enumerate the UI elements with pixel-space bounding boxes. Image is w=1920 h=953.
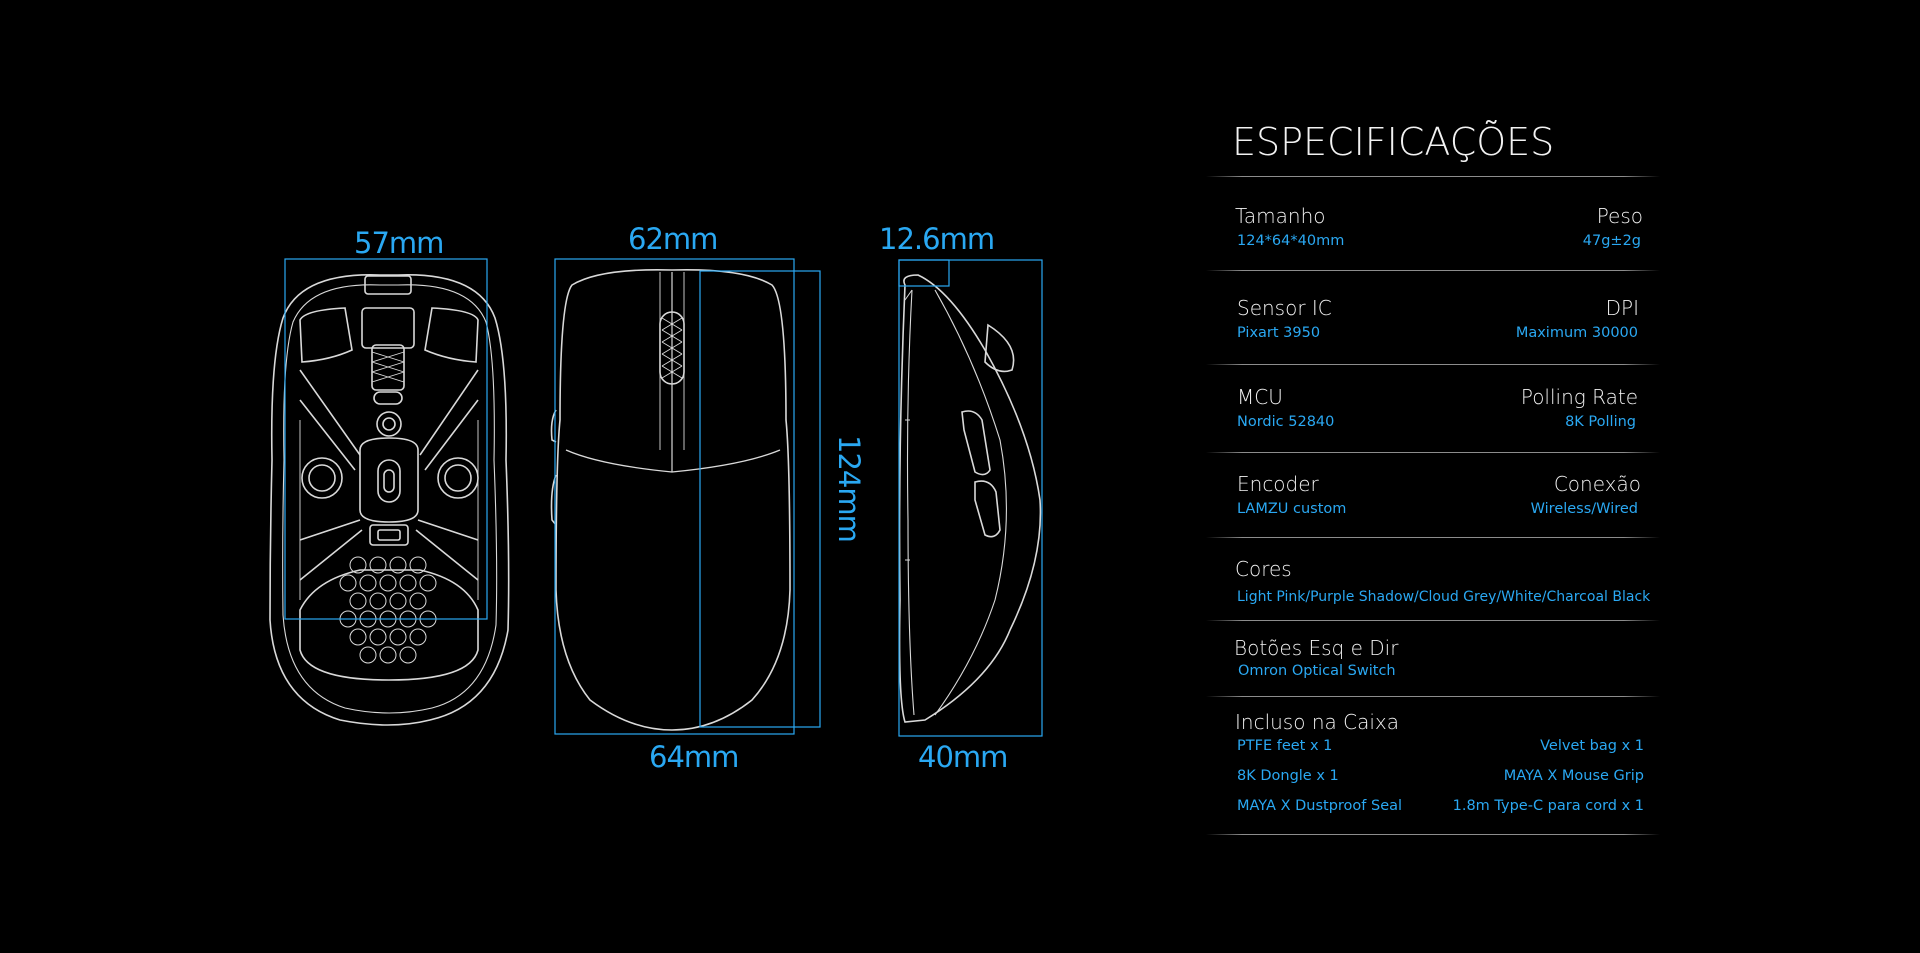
spec-label-peso: Peso — [1596, 204, 1643, 228]
divider — [1206, 537, 1660, 538]
spec-value-encoder: LAMZU custom — [1237, 501, 1347, 517]
length-box — [699, 270, 821, 728]
divider — [1206, 176, 1660, 177]
spec-value-botoes: Omron Optical Switch — [1238, 663, 1396, 679]
spec-label-dpi: DPI — [1605, 296, 1639, 320]
bottom-width-box — [284, 258, 488, 620]
bottom-width-label: 57mm — [354, 226, 444, 260]
spec-label-botoes: Botões Esq e Dir — [1234, 636, 1399, 660]
spec-label-encoder: Encoder — [1237, 472, 1319, 496]
spec-label-conexao: Conexão — [1553, 472, 1641, 496]
side-button-box — [898, 259, 950, 287]
divider — [1206, 620, 1660, 621]
spec-value-sensor: Pixart 3950 — [1237, 325, 1321, 341]
divider — [1206, 452, 1660, 453]
top-width-box — [554, 258, 795, 735]
side-button-width-label: 12.6mm — [879, 222, 995, 256]
box-item: MAYA X Mouse Grip — [1503, 768, 1644, 784]
height-box — [898, 259, 1043, 737]
spec-value-dpi: Maximum 30000 — [1515, 325, 1638, 341]
spec-label-sensor: Sensor IC — [1237, 296, 1332, 320]
mouse-top-view — [550, 268, 791, 731]
spec-label-mcu: MCU — [1237, 385, 1283, 409]
top-base-width-label: 64mm — [649, 740, 739, 774]
top-width-label: 62mm — [628, 222, 718, 256]
box-item: Velvet bag x 1 — [1540, 738, 1644, 754]
spec-value-cores: Light Pink/Purple Shadow/Cloud Grey/Whit… — [1237, 589, 1651, 605]
divider — [1206, 696, 1660, 697]
box-item: MAYA X Dustproof Seal — [1237, 798, 1403, 814]
length-label: 124mm — [832, 435, 866, 542]
spec-value-conexao: Wireless/Wired — [1530, 501, 1638, 517]
spec-label-caixa: Incluso na Caixa — [1235, 710, 1399, 734]
divider — [1206, 834, 1660, 835]
box-item: 8K Dongle x 1 — [1237, 768, 1339, 784]
specs-title: ESPECIFICAÇÕES — [1232, 120, 1555, 164]
spec-label-polling: Polling Rate — [1520, 385, 1638, 409]
spec-value-peso: 47g±2g — [1582, 233, 1641, 249]
height-label: 40mm — [918, 740, 1008, 774]
spec-value-polling: 8K Polling — [1565, 414, 1636, 430]
spec-value-mcu: Nordic 52840 — [1237, 414, 1335, 430]
spec-label-cores: Cores — [1235, 557, 1292, 581]
spec-label-tamanho: Tamanho — [1235, 204, 1326, 228]
spec-value-tamanho: 124*64*40mm — [1237, 233, 1345, 249]
box-item: PTFE feet x 1 — [1237, 738, 1333, 754]
mouse-side-view — [898, 274, 1042, 723]
mouse-bottom-view — [269, 274, 510, 726]
divider — [1206, 270, 1660, 271]
box-item: 1.8m Type-C para cord x 1 — [1452, 798, 1644, 814]
divider — [1206, 364, 1660, 365]
